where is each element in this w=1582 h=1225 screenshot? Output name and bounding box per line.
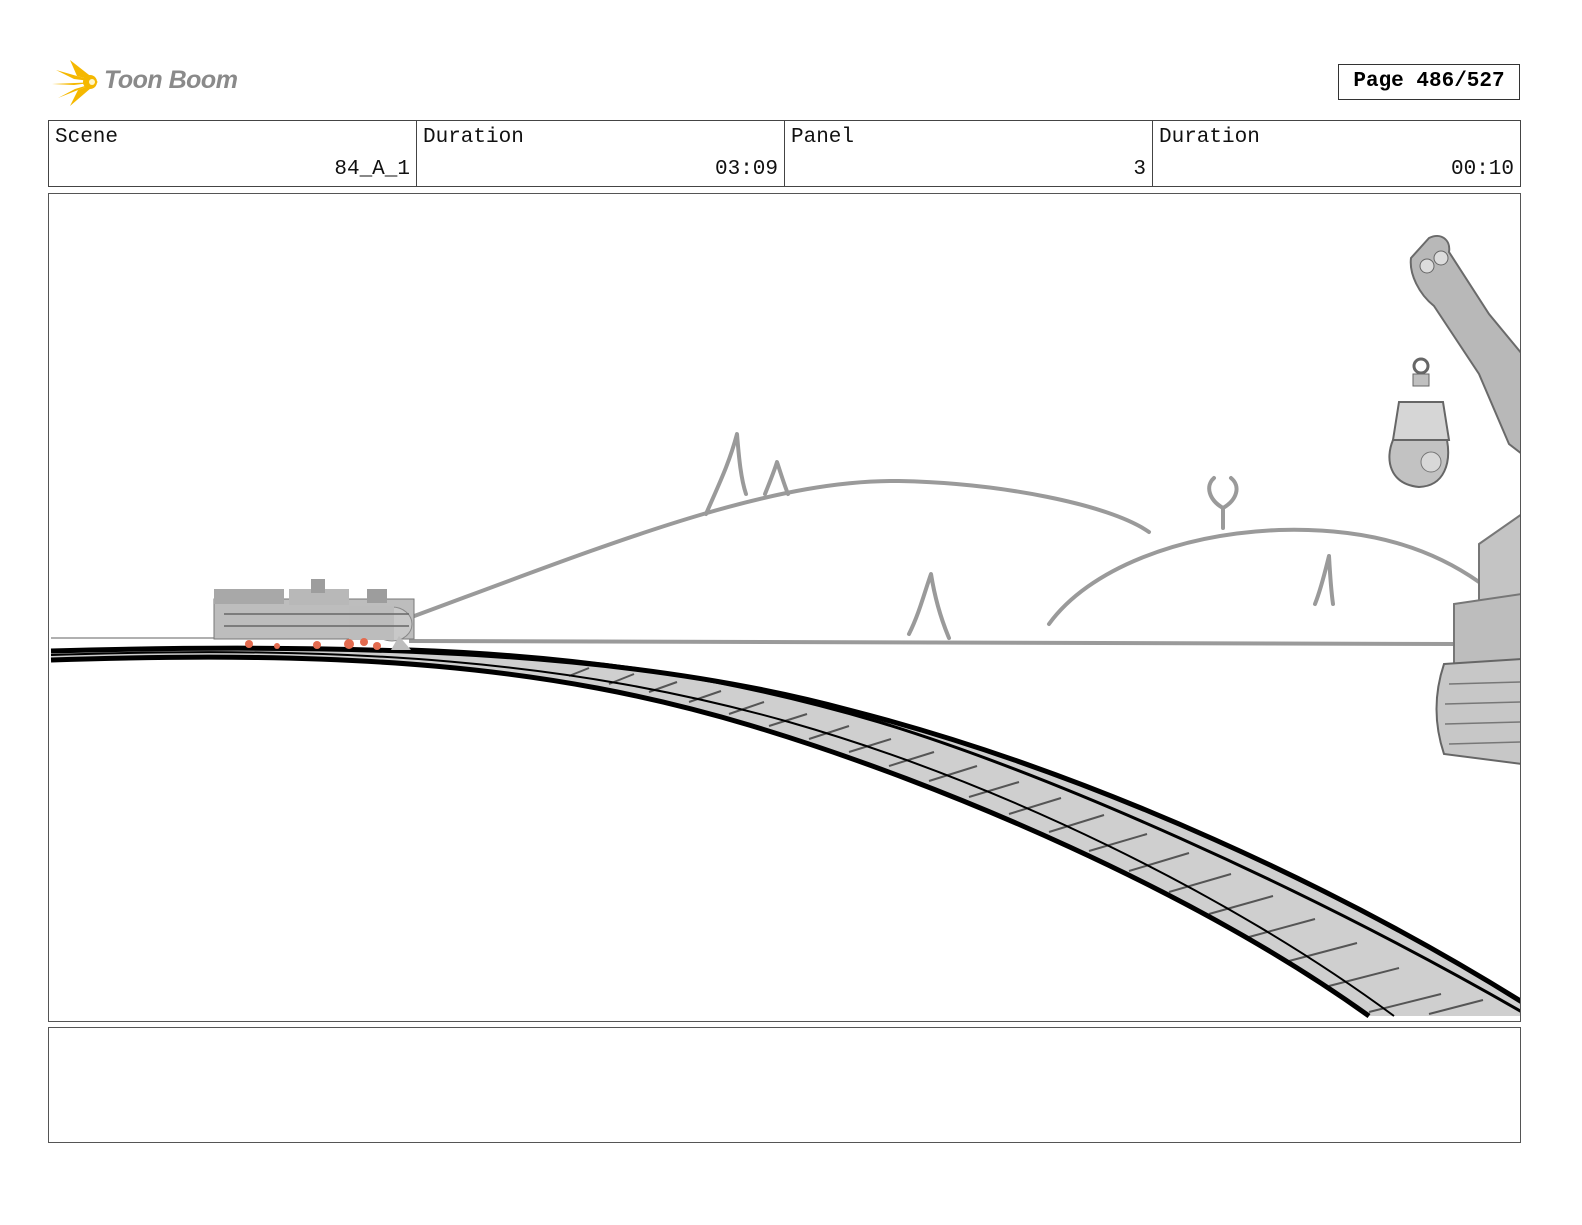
scene-duration-label: Duration (423, 126, 524, 149)
logo-text: Toon Boom (104, 66, 238, 94)
panel-label: Panel (791, 126, 855, 149)
railroad-track (50, 645, 1520, 1019)
starburst-logo-icon (52, 60, 98, 106)
steam-locomotive (213, 579, 415, 650)
scene-info-table: Scene 84_A_1 Duration 03:09 Panel 3 Dura… (48, 120, 1521, 187)
scene-label: Scene (55, 126, 119, 149)
scene-value: 84_A_1 (334, 158, 410, 181)
panel-value: 3 (1133, 158, 1146, 181)
panel-duration-label: Duration (1159, 126, 1260, 149)
panel-artwork (50, 234, 1520, 1019)
storyboard-panel (48, 193, 1521, 1022)
trees-sketch (704, 432, 1335, 640)
scene-duration-value: 03:09 (714, 158, 778, 181)
panel-duration-value: 00:10 (1450, 158, 1514, 181)
hanging-hook (1388, 357, 1451, 489)
hills-sketch (407, 478, 1481, 626)
crane-machine (1409, 234, 1520, 765)
scene-duration-cell: Duration 03:09 (417, 121, 785, 186)
scene-cell: Scene 84_A_1 (49, 121, 417, 186)
panel-cell: Panel 3 (785, 121, 1153, 186)
panel-duration-cell: Duration 00:10 (1153, 121, 1520, 186)
toon-boom-logo: Toon Boom (50, 56, 250, 108)
page-number: Page 486/527 (1338, 64, 1520, 100)
panel-notes (48, 1027, 1521, 1143)
